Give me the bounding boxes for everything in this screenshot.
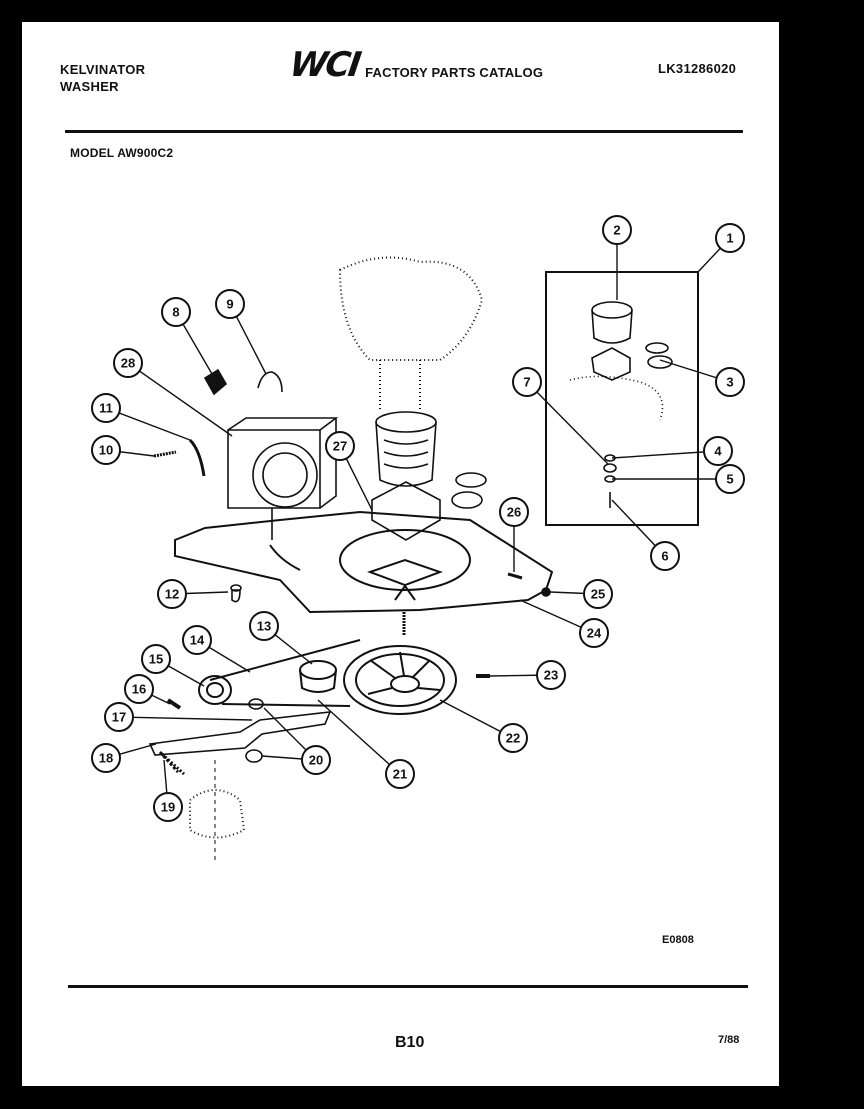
svg-text:2: 2 (613, 223, 620, 238)
ghost-lower-assembly (189, 760, 246, 860)
callout-19: 19 (153, 792, 183, 822)
svg-text:20: 20 (309, 753, 323, 768)
product-type: WASHER (60, 79, 119, 94)
callout-16: 16 (124, 674, 154, 704)
callout-17: 17 (104, 702, 134, 732)
model-label: MODEL AW900C2 (70, 146, 174, 160)
catalog-title: FACTORY PARTS CATALOG (365, 65, 544, 80)
binder-hole-middle (789, 534, 821, 566)
svg-text:24: 24 (587, 626, 602, 641)
callout-1: 1 (715, 223, 745, 253)
motor (227, 417, 339, 540)
callout-8: 8 (161, 297, 191, 327)
brand-name: KELVINATOR (60, 62, 146, 77)
callout-27: 27 (325, 431, 355, 461)
callout-22: 22 (498, 723, 528, 753)
svg-text:23: 23 (544, 668, 558, 683)
callout-2: 2 (602, 215, 632, 245)
callout-14: 14 (182, 625, 212, 655)
callout-10: 10 (91, 435, 121, 465)
header-rule (65, 130, 743, 133)
svg-text:1: 1 (726, 231, 733, 246)
svg-text:8: 8 (172, 305, 179, 320)
bolt-26 (507, 572, 523, 580)
callout-23: 23 (536, 660, 566, 690)
svg-text:15: 15 (149, 652, 163, 667)
brand-block: KELVINATOR WASHER (60, 61, 145, 95)
callout-9: 9 (215, 289, 245, 319)
svg-text:22: 22 (506, 731, 520, 746)
callout-24: 24 (579, 618, 609, 648)
svg-text:13: 13 (257, 619, 271, 634)
callout-20: 20 (301, 745, 331, 775)
svg-text:14: 14 (190, 633, 205, 648)
transmission (371, 411, 487, 541)
callout-6: 6 (650, 541, 680, 571)
callout-18: 18 (91, 743, 121, 773)
callout-26: 26 (499, 497, 529, 527)
svg-text:11: 11 (99, 401, 113, 416)
drawing-reference: E0808 (662, 934, 694, 946)
catalog-number: LK31286020 (658, 61, 737, 76)
catalog-header: WCI FACTORY PARTS CATALOG (287, 45, 544, 85)
callout-13: 13 (249, 611, 279, 641)
inset-parts (569, 301, 673, 508)
svg-text:9: 9 (226, 297, 233, 312)
revision-date: 7/88 (718, 1034, 740, 1046)
callouts: 1 2 3 4 5 6 7 8 9 10 11 12 13 14 15 16 1… (91, 215, 745, 822)
footer-rule (68, 985, 748, 988)
wire-clamp (257, 371, 283, 393)
capacitor-clip (203, 368, 228, 396)
svg-text:19: 19 (161, 800, 175, 815)
svg-text:26: 26 (507, 505, 521, 520)
svg-text:21: 21 (393, 767, 407, 782)
callout-7: 7 (512, 367, 542, 397)
page-number: B10 (395, 1034, 425, 1051)
svg-text:18: 18 (99, 751, 113, 766)
svg-text:7: 7 (523, 375, 530, 390)
ghost-upper-assembly (338, 256, 484, 410)
mount-bracket (188, 438, 206, 477)
callout-21: 21 (385, 759, 415, 789)
spring-19 (160, 752, 186, 776)
svg-text:12: 12 (165, 587, 179, 602)
svg-text:10: 10 (99, 443, 113, 458)
svg-text:6: 6 (661, 549, 668, 564)
nut-25 (541, 587, 551, 597)
inset-box (545, 271, 699, 526)
svg-text:25: 25 (591, 587, 605, 602)
callout-28: 28 (113, 348, 143, 378)
lever-bracket (148, 584, 332, 774)
callout-11: 11 (91, 393, 121, 423)
callout-5: 5 (715, 464, 745, 494)
svg-text:3: 3 (726, 375, 733, 390)
svg-text:16: 16 (132, 682, 146, 697)
callout-3: 3 (715, 367, 745, 397)
callout-4: 4 (703, 436, 733, 466)
callout-25: 25 (583, 579, 613, 609)
ground-screw (153, 450, 177, 458)
binder-hole-bottom (797, 943, 829, 975)
svg-text:4: 4 (714, 444, 722, 459)
callout-12: 12 (157, 579, 187, 609)
svg-text:17: 17 (112, 710, 126, 725)
svg-text:5: 5 (726, 472, 733, 487)
svg-text:28: 28 (121, 356, 135, 371)
callout-15: 15 (141, 644, 171, 674)
belt-and-pulleys (198, 639, 457, 715)
leader-lines (105, 230, 731, 808)
svg-text:27: 27 (333, 439, 347, 454)
binder-hole-top (783, 124, 815, 156)
